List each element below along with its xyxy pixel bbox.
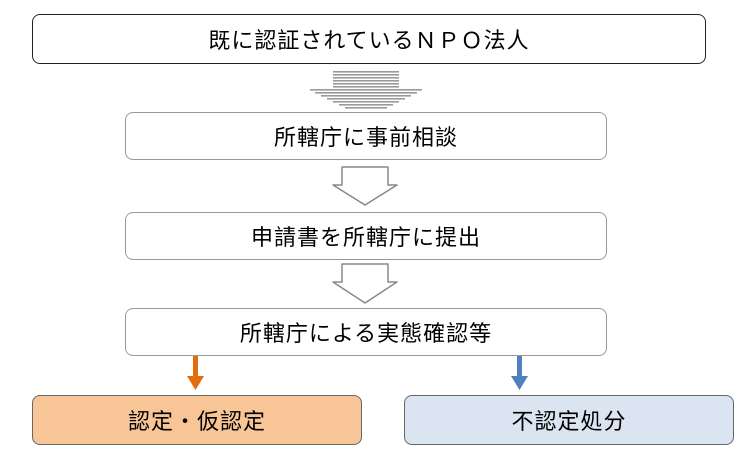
striped-arrow-icon [310, 71, 422, 109]
blue-down-arrow-icon [511, 356, 528, 390]
step-inspection-label: 所轄庁による実態確認等 [239, 322, 493, 347]
step-inspection-box: 所轄庁による実態確認等 [125, 308, 607, 356]
step-consult-box: 所轄庁に事前相談 [125, 112, 607, 160]
step-submit-label: 申請書を所轄庁に提出 [250, 226, 481, 251]
down-arrow-icon [332, 263, 398, 304]
start-label: 既に認証されているＮＰＯ法人 [208, 29, 530, 54]
step-consult-label: 所轄庁に事前相談 [273, 126, 458, 151]
result-rejected-box: 不認定処分 [404, 395, 734, 445]
result-approved-label: 認定・仮認定 [127, 410, 266, 435]
down-arrow-icon [332, 166, 398, 206]
result-approved-box: 認定・仮認定 [32, 395, 362, 445]
step-submit-box: 申請書を所轄庁に提出 [125, 212, 607, 260]
result-rejected-label: 不認定処分 [511, 410, 627, 435]
orange-down-arrow-icon [187, 356, 204, 390]
start-box: 既に認証されているＮＰＯ法人 [32, 14, 706, 64]
